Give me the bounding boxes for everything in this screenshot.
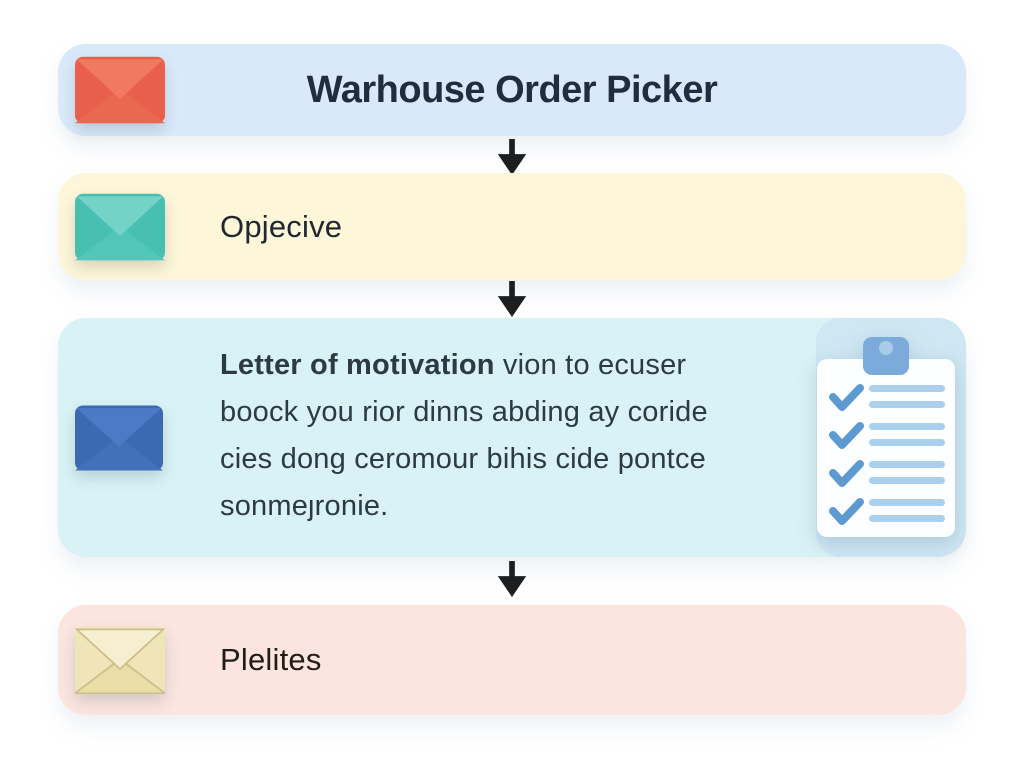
paragraph-bold-lead: Letter of motivation <box>220 349 495 381</box>
flow-step-bottom: Plelites <box>58 605 966 715</box>
flow-step-body: Letter of motivation vion to ecuser booc… <box>58 318 966 557</box>
arrow-down-icon <box>497 281 527 317</box>
body-paragraph: Letter of motivation vion to ecuser booc… <box>220 342 840 530</box>
paragraph-line: Letter of motivation vion to ecuser <box>220 342 840 389</box>
objective-label: Opjecive <box>220 208 343 244</box>
flow-step-objective: Opjecive <box>58 173 966 280</box>
paragraph-line: cies dong ceromour bihis cide pontce <box>220 443 706 475</box>
paragraph-line: sonmeȷronie. <box>220 490 389 522</box>
bottom-label: Plelites <box>220 642 322 677</box>
page-title: Warhouse Order Picker <box>306 68 718 111</box>
envelope-icon <box>75 404 163 471</box>
arrow-down-icon <box>497 561 527 597</box>
paragraph-line: boock you rior dinns abding ay coride <box>220 396 708 428</box>
flow-step-title: Warhouse Order Picker <box>58 44 966 136</box>
envelope-icon <box>75 193 165 260</box>
paragraph-text: vion to ecuser <box>494 349 687 381</box>
arrow-down-icon <box>497 139 527 175</box>
envelope-icon <box>75 56 165 124</box>
envelope-icon <box>75 626 165 694</box>
clipboard-checklist-icon <box>817 337 955 537</box>
